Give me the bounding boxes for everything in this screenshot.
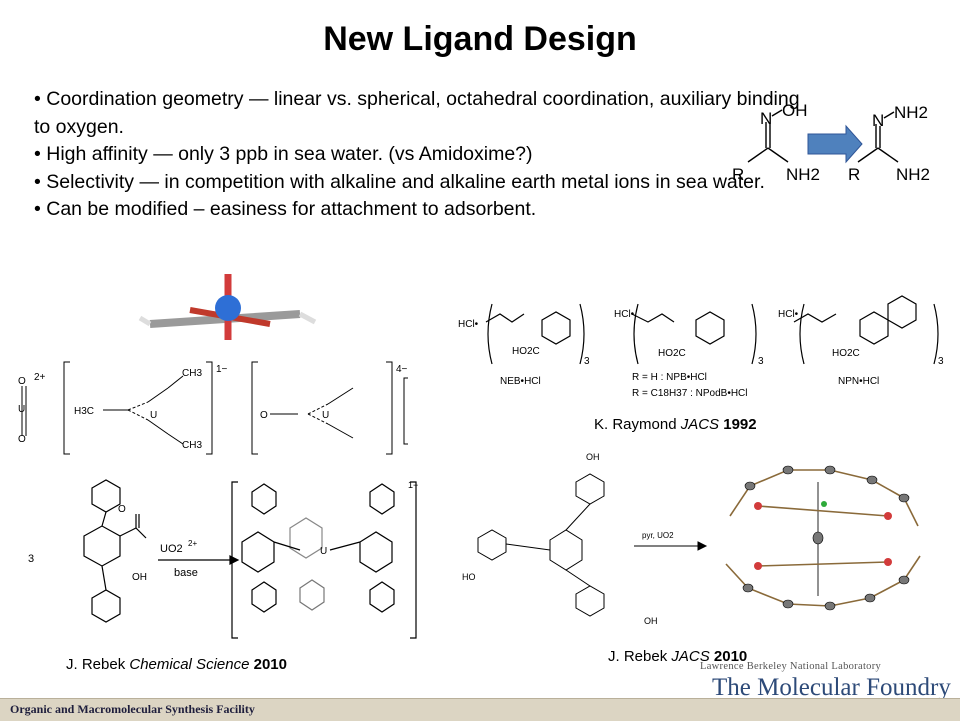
reaction-arrow xyxy=(807,124,863,164)
atom-label: R xyxy=(732,165,744,184)
rebek-chem-sci-figure: 3 O OH UO2 2+ base U 1− xyxy=(28,479,418,639)
bullet-item: • High affinity — only 3 ppb in sea wate… xyxy=(34,143,533,166)
subscript-label: 3 xyxy=(758,356,764,367)
group-label: OH xyxy=(132,572,147,583)
bullet-list: • Coordination geometry — linear vs. sph… xyxy=(34,86,804,224)
atom-label: N xyxy=(872,111,884,130)
reagent-charge: 2+ xyxy=(188,539,197,548)
atom-label: U xyxy=(150,410,157,421)
charge-label: 2+ xyxy=(34,372,46,383)
svg-text:OH: OH xyxy=(644,616,658,626)
foundry-logo: The Molecular Foundry xyxy=(712,674,951,701)
salt-label: HCl• xyxy=(614,309,635,320)
reagent-label: UO2 xyxy=(160,543,183,555)
charge-label: 1− xyxy=(216,364,228,375)
caption-rebek-chem-sci: J. Rebek Chemical Science 2010 xyxy=(66,656,287,673)
reagent-label: base xyxy=(174,567,198,579)
svg-text:O: O xyxy=(260,410,268,421)
salt-label: HCl• xyxy=(458,319,479,330)
atom-label: OH xyxy=(782,104,808,120)
bullet-item: • Selectivity — in competition with alka… xyxy=(34,170,765,193)
caption-rebek-jacs: J. Rebek JACS 2010 xyxy=(608,648,748,665)
svg-text:3: 3 xyxy=(28,553,34,565)
atom-label: H3C xyxy=(74,406,94,417)
atom-label: NH2 xyxy=(894,104,928,122)
bullet-item: • Can be modified – easiness for attachm… xyxy=(34,198,537,221)
svg-text:OH: OH xyxy=(586,452,600,462)
atom-label: U xyxy=(18,404,25,415)
atom-label: R xyxy=(848,165,860,184)
svg-text:U: U xyxy=(320,546,327,557)
atom-label: NH2 xyxy=(786,165,820,184)
bullet-item: • Coordination geometry — linear vs. sph… xyxy=(34,88,800,138)
atom-label: CH3 xyxy=(182,440,202,451)
svg-text:O: O xyxy=(118,504,126,515)
svg-text:HO: HO xyxy=(462,572,476,582)
group-label: HO2C xyxy=(512,346,540,357)
atom-label: CH3 xyxy=(182,368,202,379)
svg-text:U: U xyxy=(322,410,329,421)
ligand-label: NPN•HCl xyxy=(838,376,879,387)
rebek-jacs-figure: OH HO OH pyr, UO2 xyxy=(462,452,921,626)
uranyl-model-image xyxy=(138,274,317,340)
raymond-ligands-figure: HCl• HCl• HCl• HO2C HO2C HO2C 3 3 3 NEB•… xyxy=(458,295,944,399)
slide-title: New Ligand Design xyxy=(323,20,637,58)
charge-label: 1− xyxy=(408,480,418,490)
atom-label: NH2 xyxy=(896,165,930,184)
footer-text: Organic and Macromolecular Synthesis Fac… xyxy=(10,702,255,716)
salt-label: HCl• xyxy=(778,309,799,320)
ligand-label: R = H : NPB•HCl xyxy=(632,372,707,383)
charge-label: 4− xyxy=(396,364,408,375)
footer-bar: Organic and Macromolecular Synthesis Fac… xyxy=(0,698,960,721)
ligand-label: R = C18H37 : NPodB•HCl xyxy=(632,388,748,399)
group-label: HO2C xyxy=(658,348,686,359)
atom-label: N xyxy=(760,109,772,128)
reaction-scheme: N OH R NH2 N NH2 R NH2 xyxy=(732,104,930,184)
subscript-label: 3 xyxy=(938,356,944,367)
svg-text:O: O xyxy=(18,434,26,445)
subscript-label: 3 xyxy=(584,356,590,367)
group-label: HO2C xyxy=(832,348,860,359)
uranyl-complexes-figure: O U O 2+ H3C U CH3 CH3 1− O U 4− xyxy=(18,361,408,455)
svg-text:O: O xyxy=(18,376,26,387)
lab-name: Lawrence Berkeley National Laboratory xyxy=(700,661,882,672)
caption-raymond: K. Raymond JACS 1992 xyxy=(594,416,757,433)
ligand-label: NEB•HCl xyxy=(500,376,541,387)
reagent-label: pyr, UO2 xyxy=(642,531,674,540)
